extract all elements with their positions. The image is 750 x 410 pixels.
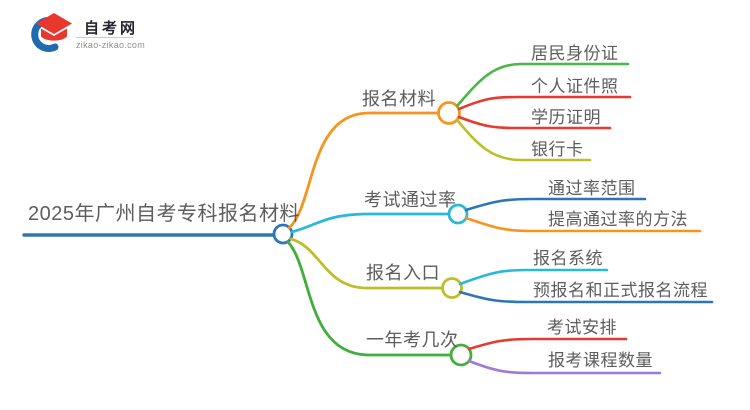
branch-label-exam-pass-rate: 考试通过率 — [364, 190, 457, 210]
branch-node-exam-pass-rate — [447, 203, 469, 225]
leaf-line-education-certificate — [457, 115, 612, 130]
branch-node-exams-per-year — [449, 343, 473, 367]
leaf-label-bank-card: 银行卡 — [531, 140, 584, 159]
branch-line-registration-materials — [287, 111, 440, 230]
branch-node-registration-materials — [437, 101, 461, 125]
branch-line-registration-entrance — [289, 237, 444, 290]
branch-line-exams-per-year — [286, 240, 452, 357]
leaf-label-registration-system: 报名系统 — [533, 249, 603, 268]
leaf-label-methods-to-improve-pass-rate: 提高通过率的方法 — [548, 210, 688, 229]
leaf-label-number-of-courses: 报考课程数量 — [548, 351, 653, 370]
site-name: 自考网 — [84, 20, 139, 37]
leaf-line-resident-id-card — [455, 62, 630, 108]
branch-node-registration-entrance — [441, 277, 463, 299]
leaf-line-methods-to-improve-pass-rate — [464, 216, 702, 233]
site-logo: 自考网 zikao-zikao.com — [26, 9, 156, 59]
site-url: zikao-zikao.com — [76, 40, 146, 50]
leaf-line-personal-id-photo — [457, 95, 632, 111]
branch-label-registration-entrance: 报名入口 — [366, 263, 440, 283]
branch-label-registration-materials: 报名材料 — [362, 89, 436, 109]
leaf-line-exam-schedule — [467, 337, 628, 351]
leaf-label-resident-id-card: 居民身份证 — [531, 44, 619, 63]
leaf-label-pre-and-official-registration-process: 预报名和正式报名流程 — [533, 281, 708, 300]
branch-line-exam-pass-rate — [290, 212, 451, 234]
leaf-line-number-of-courses — [467, 359, 662, 375]
branch-label-exams-per-year: 一年考几次 — [366, 330, 459, 350]
graduation-cap-icon — [31, 13, 72, 52]
logo-divider — [76, 37, 133, 38]
leaf-label-education-certificate: 学历证明 — [531, 108, 601, 127]
root-node-circle — [272, 223, 294, 245]
leaf-line-registration-system — [458, 268, 609, 286]
leaf-line-bank-card — [455, 118, 592, 162]
leaf-label-exam-schedule: 考试安排 — [547, 318, 617, 337]
root-node-label: 2025年广州自考专科报名材料 — [28, 203, 300, 225]
leaf-line-pass-rate-range — [464, 197, 647, 212]
leaf-line-pre-and-official-registration-process — [458, 290, 714, 304]
leaf-label-personal-id-photo: 个人证件照 — [531, 77, 619, 96]
leaf-label-pass-rate-range: 通过率范围 — [548, 179, 636, 198]
